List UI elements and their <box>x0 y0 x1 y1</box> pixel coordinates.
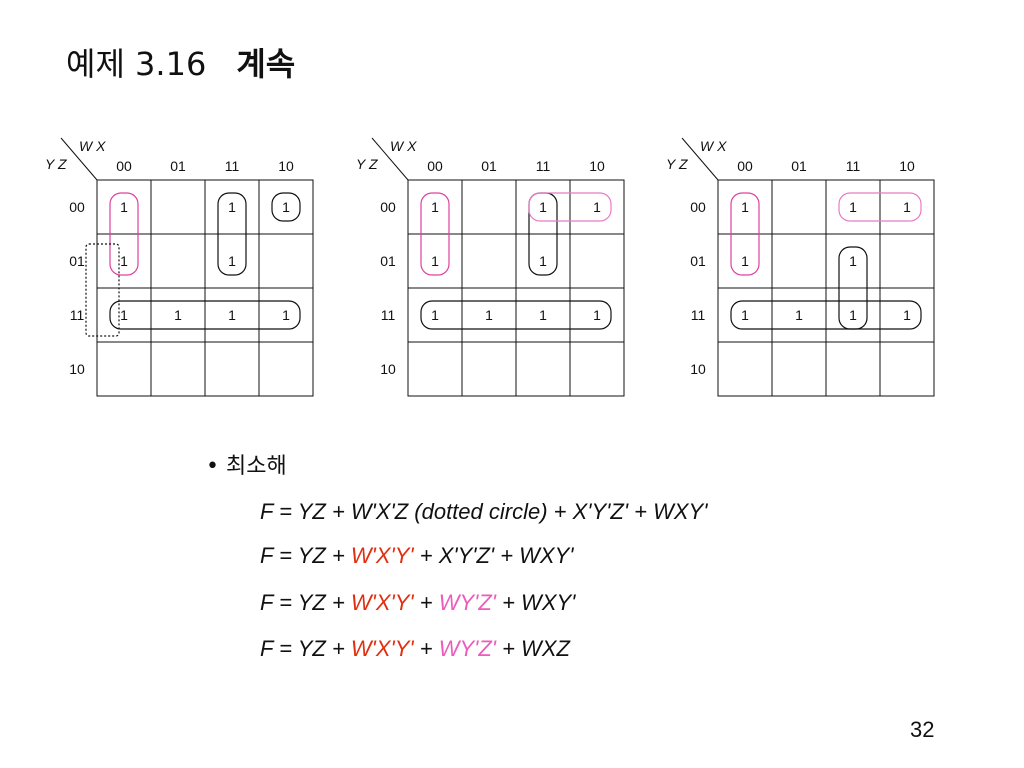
map-1-cell-one: 1 <box>228 307 236 323</box>
equation-3-term-red: W'X'Y' <box>350 590 414 615</box>
equation-3-term-pink: WY'Z' <box>438 590 496 615</box>
page-number: 32 <box>910 717 935 742</box>
equation-1: F = YZ + W'X'Z (dotted circle) + X'Y'Z' … <box>260 498 707 526</box>
map-3-row-label: 01 <box>690 253 706 269</box>
map-1-cell-one: 1 <box>282 199 290 215</box>
map-3-cell-one: 1 <box>795 307 803 323</box>
map-2-cell-one: 1 <box>431 199 439 215</box>
map-3-col-label: 11 <box>846 158 861 174</box>
map-1-cell-one: 1 <box>174 307 182 323</box>
equation-4-term-red: W'X'Y' <box>350 636 414 661</box>
map-2-cell-one: 1 <box>593 307 601 323</box>
map-1-col-label: 00 <box>116 158 132 174</box>
map-1-col-var-label: W X <box>79 138 106 154</box>
map-3-cell-one: 1 <box>849 307 857 323</box>
map-3-diagonal <box>681 137 719 181</box>
map-1-group-loop <box>85 243 120 337</box>
map-3-cell-one: 1 <box>741 199 749 215</box>
map-1-cell-one: 1 <box>120 199 128 215</box>
map-2-group-loop <box>420 300 612 330</box>
map-1-cell-one: 1 <box>120 307 128 323</box>
map-1-group-loop <box>109 192 139 276</box>
map-1-col-label: 01 <box>170 158 186 174</box>
map-1-row-var-label: Y Z <box>45 156 67 172</box>
map-2-col-label: 00 <box>427 158 443 174</box>
map-1-group-loop <box>109 300 301 330</box>
map-1-cell-one: 1 <box>228 199 236 215</box>
map-3-row-label: 11 <box>691 307 706 323</box>
map-2-row-label: 00 <box>380 199 396 215</box>
map-3-col-label: 10 <box>899 158 915 174</box>
map-2-col-label: 11 <box>536 158 551 174</box>
map-2-group-loop <box>420 192 450 276</box>
map-1-cell-one: 1 <box>120 253 128 269</box>
equation-2-term-red: W'X'Y' <box>350 543 414 568</box>
equation-1-text: F = YZ + W'X'Z (dotted circle) + X'Y'Z' … <box>260 499 708 524</box>
map-2-col-var-label: W X <box>390 138 417 154</box>
equation-4-part-a: F = YZ + <box>260 636 351 661</box>
slide-title: 예제 3.16 계속 <box>66 44 295 84</box>
map-2-row-label: 11 <box>381 307 396 323</box>
solution-heading: • 최소해 <box>206 454 287 479</box>
map-2-cell-one: 1 <box>431 307 439 323</box>
map-2-group-loop <box>528 192 612 222</box>
equation-2-part-c: + X'Y'Z' + WXY' <box>413 543 574 568</box>
map-2-cell-one: 1 <box>539 253 547 269</box>
map-2-cell-one: 1 <box>539 199 547 215</box>
map-3-cell-one: 1 <box>849 253 857 269</box>
map-2-row-label: 01 <box>380 253 396 269</box>
map-1-row-label: 00 <box>69 199 85 215</box>
map-2-cell-one: 1 <box>431 253 439 269</box>
map-1-group-loop <box>271 192 301 222</box>
map-1-diagonal <box>60 137 98 181</box>
map-1-group-loop <box>217 192 247 276</box>
map-2-col-label: 01 <box>481 158 497 174</box>
map-2-diagonal <box>371 137 409 181</box>
map-3-cell-one: 1 <box>903 307 911 323</box>
equation-3-part-e: + WXY' <box>495 590 576 615</box>
equation-2-part-a: F = YZ + <box>260 543 351 568</box>
map-3-cell-one: 1 <box>741 253 749 269</box>
equation-4-part-c: + <box>413 636 439 661</box>
map-1-cell-one: 1 <box>282 307 290 323</box>
map-2-col-label: 10 <box>589 158 605 174</box>
map-1-row-label: 01 <box>69 253 85 269</box>
map-2-row-label: 10 <box>380 361 396 377</box>
map-2-cell-one: 1 <box>485 307 493 323</box>
map-3-row-label: 00 <box>690 199 706 215</box>
equation-4-term-pink: WY'Z' <box>438 636 496 661</box>
equation-2: F = YZ + W'X'Y' + X'Y'Z' + WXY' <box>260 542 573 570</box>
equation-3-part-a: F = YZ + <box>260 590 351 615</box>
equation-3-part-c: + <box>413 590 439 615</box>
map-1-row-label: 10 <box>69 361 85 377</box>
map-2-cell-one: 1 <box>593 199 601 215</box>
title-prefix: 예제 3.16 <box>66 45 207 83</box>
map-3-col-label: 00 <box>737 158 753 174</box>
equation-4-part-e: + WXZ <box>495 636 570 661</box>
map-3-group-loop <box>838 192 922 222</box>
map-3-cell-one: 1 <box>741 307 749 323</box>
map-3-row-var-label: Y Z <box>666 156 688 172</box>
equation-4: F = YZ + W'X'Y' + WY'Z' + WXZ <box>260 635 570 663</box>
map-1-row-label: 11 <box>70 307 85 323</box>
map-3-row-label: 10 <box>690 361 706 377</box>
equation-3: F = YZ + W'X'Y' + WY'Z' + WXY' <box>260 589 575 617</box>
map-2-cell-one: 1 <box>539 307 547 323</box>
map-3-group-loop <box>730 300 922 330</box>
title-word: 계속 <box>236 45 296 83</box>
map-3-cell-one: 1 <box>903 199 911 215</box>
map-3-group-loop <box>730 192 760 276</box>
map-3-col-var-label: W X <box>700 138 727 154</box>
map-1-cell-one: 1 <box>228 253 236 269</box>
map-1-col-label: 10 <box>278 158 294 174</box>
map-3-cell-one: 1 <box>849 199 857 215</box>
map-1-col-label: 11 <box>225 158 240 174</box>
map-3-col-label: 01 <box>791 158 807 174</box>
map-2-row-var-label: Y Z <box>356 156 378 172</box>
